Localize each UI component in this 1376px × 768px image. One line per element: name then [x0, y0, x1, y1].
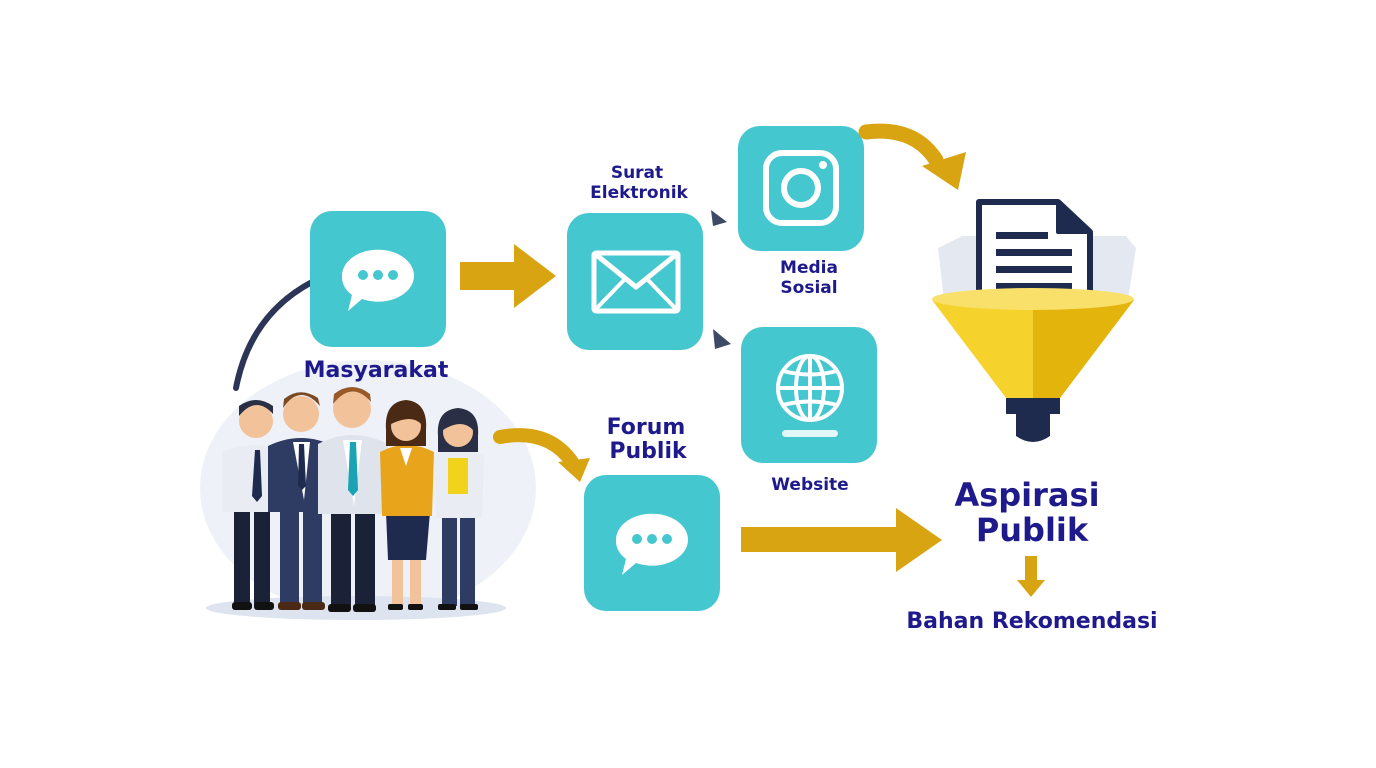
masyarakat-label: Masyarakat [304, 358, 449, 383]
media-sosial-label-line1: Media [780, 258, 838, 278]
surat-elektronik-label-line1: Surat [611, 163, 663, 183]
aspirasi-publik-label-line1: Aspirasi [954, 476, 1099, 514]
arrow-people-to-forum [493, 428, 590, 482]
envelope-icon [591, 250, 681, 314]
person [434, 408, 484, 610]
forum-publik-tile [584, 475, 720, 611]
bahan-rekomendasi-label: Bahan Rekomendasi [906, 609, 1157, 634]
chat-bubble-icon [341, 249, 414, 311]
people-illustration [222, 387, 484, 612]
forum-publik-label-line1: Forum [607, 415, 686, 440]
aspirasi-publik-label-line2: Publik [976, 511, 1089, 549]
instagram-icon [763, 150, 839, 226]
connector-arc [233, 279, 315, 391]
media-sosial-tile [738, 126, 864, 251]
person [380, 400, 434, 610]
person [318, 387, 388, 612]
website-label: Website [771, 475, 848, 495]
funnel-document-icon [932, 199, 1136, 442]
arrow-media-to-aspirasi [858, 123, 966, 190]
arrow-masyarakat-to-surat [460, 244, 556, 308]
arrow-forum-to-aspirasi [741, 508, 942, 572]
forum-publik-label-line2: Publik [609, 439, 688, 464]
globe-icon [776, 354, 844, 437]
pointer-to-media-sosial [711, 210, 727, 226]
chat-bubble-icon [615, 513, 688, 575]
media-sosial-label-line2: Sosial [780, 278, 837, 298]
masyarakat-tile [310, 211, 446, 347]
arrow-aspirasi-to-rekomendasi [1017, 556, 1045, 597]
surat-elektronik-label-line2: Elektronik [590, 183, 688, 203]
website-tile [741, 327, 877, 463]
surat-elektronik-tile [567, 213, 703, 350]
person [268, 392, 334, 610]
pointer-to-website [713, 329, 731, 349]
person [222, 400, 278, 610]
